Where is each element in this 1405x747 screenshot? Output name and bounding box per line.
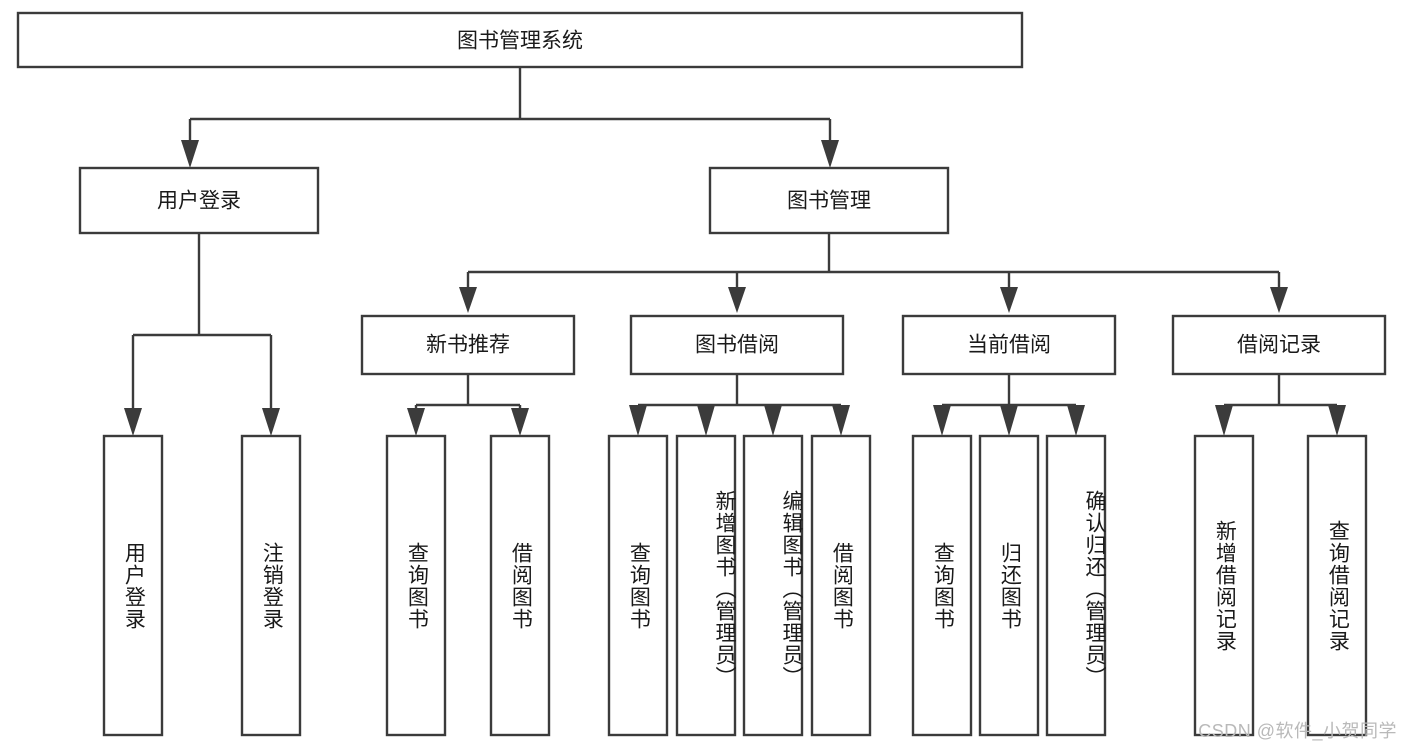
node-borrow-record-label: 借阅记录	[1237, 334, 1321, 357]
arrow-head-user-login	[181, 140, 199, 168]
leaf-return-book-box[interactable]	[978, 434, 1040, 737]
node-user-login-box[interactable]	[78, 166, 320, 235]
node-book-manage-label: 图书管理	[787, 190, 871, 213]
leaf-logout-box[interactable]	[240, 434, 302, 737]
arrow-head-leaf-add-record	[1215, 405, 1233, 436]
node-book-borrow-box[interactable]	[629, 314, 845, 376]
node-user-login[interactable]: 用户登录	[78, 166, 320, 235]
leaf-query-book-2-box[interactable]	[607, 434, 669, 737]
arrow-head-leaf-logout	[262, 408, 280, 436]
node-book-manage[interactable]: 图书管理	[708, 166, 950, 235]
leaf-borrow-book-1-box[interactable]	[489, 434, 551, 737]
node-new-book-rec-label: 新书推荐	[426, 334, 510, 357]
arrow-head-borrow-record	[1270, 287, 1288, 313]
leaf-query-book-1-box[interactable]	[385, 434, 447, 737]
arrow-head-leaf-query-book-3	[933, 405, 951, 436]
leaf-user-login-box[interactable]	[102, 434, 164, 737]
node-book-borrow-label: 图书借阅	[695, 334, 779, 357]
arrow-head-leaf-user-login	[124, 408, 142, 436]
node-root[interactable]: 图书管理系统	[16, 11, 1024, 69]
connectors-group	[124, 67, 1346, 436]
node-current-borrow-label: 当前借阅	[967, 334, 1051, 357]
arrow-head-leaf-confirm-return	[1067, 405, 1085, 436]
leaf-confirm-return-box[interactable]	[1045, 434, 1107, 737]
arrow-head-leaf-return-book	[1000, 405, 1018, 436]
arrow-head-leaf-add-book	[697, 405, 715, 436]
leaf-add-book-box[interactable]	[675, 434, 737, 737]
arrow-head-leaf-query-book-1	[407, 408, 425, 436]
leaf-edit-book-box[interactable]	[742, 434, 804, 737]
arrow-head-new-book-rec	[459, 287, 477, 313]
arrow-head-leaf-edit-book	[764, 405, 782, 436]
node-current-borrow[interactable]: 当前借阅	[901, 314, 1117, 376]
leaf-query-book-3-box[interactable]	[911, 434, 973, 737]
node-user-login-label: 用户登录	[157, 190, 241, 213]
arrow-head-leaf-borrow-book-2	[832, 405, 850, 436]
arrow-head-leaf-query-record	[1328, 405, 1346, 436]
node-new-book-rec-box[interactable]	[360, 314, 576, 376]
node-current-borrow-box[interactable]	[901, 314, 1117, 376]
node-root-label: 图书管理系统	[457, 30, 583, 53]
leaf-query-record-box[interactable]	[1306, 434, 1368, 737]
leaf-boxes-group	[102, 434, 1368, 737]
node-root-box[interactable]	[16, 11, 1024, 69]
csdn-watermark: CSDN @软件_小贺同学	[1198, 721, 1397, 741]
node-book-borrow[interactable]: 图书借阅	[629, 314, 845, 376]
node-borrow-record[interactable]: 借阅记录	[1171, 314, 1387, 376]
node-borrow-record-box[interactable]	[1171, 314, 1387, 376]
arrow-head-book-borrow	[728, 287, 746, 313]
node-book-manage-box[interactable]	[708, 166, 950, 235]
leaf-borrow-book-2-box[interactable]	[810, 434, 872, 737]
arrow-head-leaf-borrow-book-1	[511, 408, 529, 436]
arrow-head-leaf-query-book-2	[629, 405, 647, 436]
node-new-book-rec[interactable]: 新书推荐	[360, 314, 576, 376]
arrow-head-current-borrow	[1000, 287, 1018, 313]
arrow-head-book-manage	[821, 140, 839, 168]
leaf-add-record-box[interactable]	[1193, 434, 1255, 737]
